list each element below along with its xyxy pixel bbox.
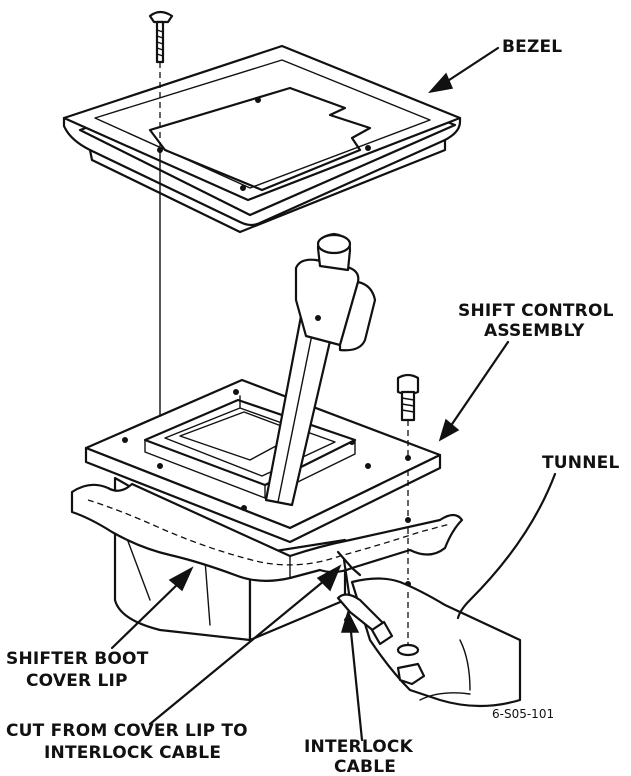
shifter-boot-label-line2: COVER LIP	[26, 671, 128, 691]
figure-code: 6-S05-101	[492, 707, 554, 721]
interlock-label-line1: INTERLOCK	[304, 737, 414, 757]
bezel-arrowhead	[427, 72, 454, 94]
cut-label-line2: INTERLOCK CABLE	[44, 743, 221, 763]
shift-lever	[264, 232, 377, 507]
cut-label-line1: CUT FROM COVER LIP TO	[6, 721, 248, 741]
bezel-screw	[148, 10, 174, 150]
shift-control-label-line2: ASSEMBLY	[484, 321, 585, 341]
boot-arrowhead	[168, 566, 194, 592]
shifter-boot-label-line1: SHIFTER BOOT	[6, 649, 149, 669]
shifter-boot-cover-lip	[70, 482, 464, 582]
tunnel-part	[350, 577, 522, 708]
cut-arrowhead	[316, 564, 342, 592]
shift-control-label-line1: SHIFT CONTROL	[458, 301, 614, 321]
interlock-arrowhead	[340, 609, 360, 633]
shift-control-arrowhead	[438, 418, 460, 442]
interlock-label-line2: CABLE	[334, 757, 396, 776]
bezel-label: BEZEL	[502, 37, 562, 57]
callout-arrows	[110, 46, 557, 742]
tunnel-label: TUNNEL	[542, 453, 620, 473]
bezel-part	[62, 44, 462, 234]
assembly-screw	[396, 373, 420, 587]
